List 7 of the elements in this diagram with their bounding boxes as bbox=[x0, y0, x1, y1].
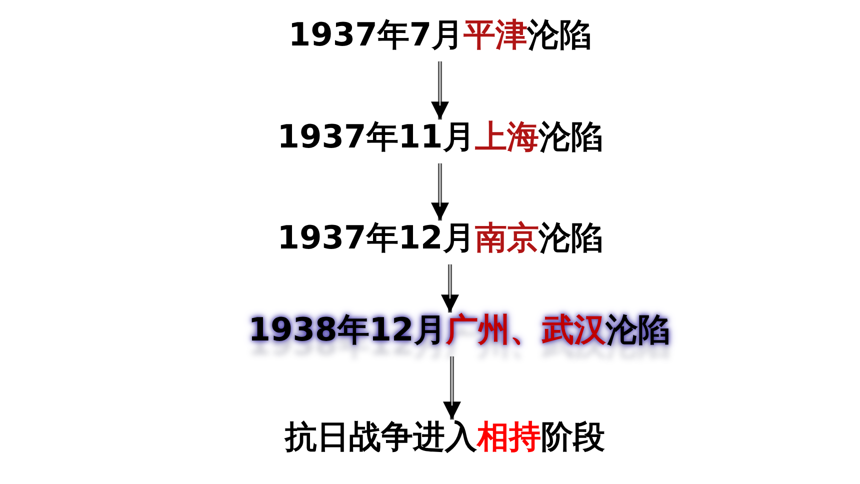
down-arrow bbox=[431, 163, 449, 221]
down-arrow bbox=[431, 61, 449, 120]
event-text: 1938年12月广州、武汉沦陷 bbox=[248, 310, 670, 349]
event-text: 1937年11月上海沦陷 bbox=[277, 118, 603, 156]
event-text: 1937年7月平津沦陷 bbox=[288, 16, 592, 54]
event-text: 1937年12月南京沦陷 bbox=[277, 218, 603, 257]
event-text: 抗日战争进入相持阶段 bbox=[285, 418, 605, 456]
